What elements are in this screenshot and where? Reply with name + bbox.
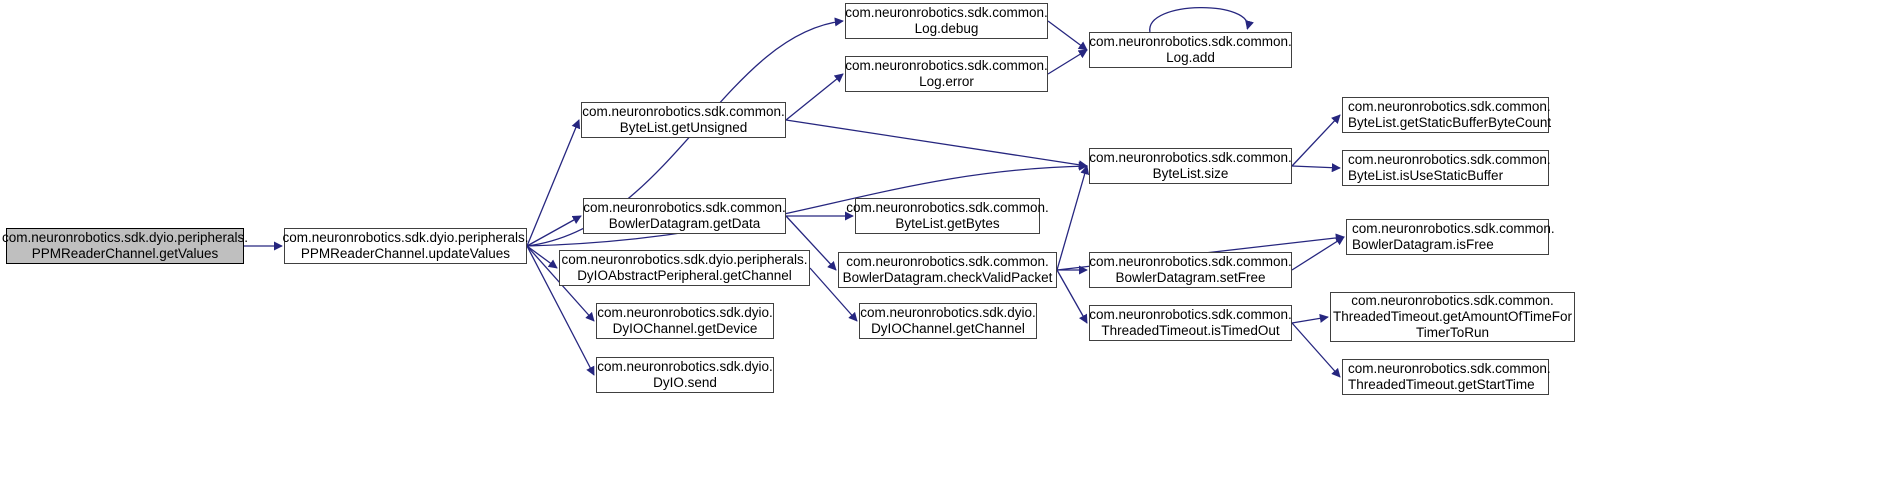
edge-logadd-to-logadd <box>1149 6 1254 33</box>
graph-node-label-line2: Log.debug <box>914 21 979 36</box>
edge-getUnsigned-to-logerror <box>785 73 844 121</box>
graph-node-bytelistsize[interactable]: com.neuronrobotics.sdk.common.ByteList.s… <box>1089 148 1292 184</box>
graph-node-logadd[interactable]: com.neuronrobotics.sdk.common.Log.add <box>1089 32 1292 68</box>
graph-node-label-line1: com.neuronrobotics.sdk.common. <box>846 200 1049 215</box>
graph-node-label-line1: com.neuronrobotics.sdk.common. <box>846 254 1049 269</box>
graph-node-label-line2: DyIOChannel.getDevice <box>612 321 758 336</box>
graph-node-label-line1: com.neuronrobotics.sdk.common. <box>1348 99 1551 114</box>
edge-isTimedOut-to-getAmountOfTimeForTimerToRun <box>1291 313 1329 324</box>
graph-node-label-line2: PPMReaderChannel.getValues <box>31 246 219 261</box>
graph-node-label-line2: BowlerDatagram.isFree <box>1352 237 1494 252</box>
graph-node-label-line2: DyIOChannel.getChannel <box>871 321 1025 336</box>
graph-node-logdebug[interactable]: com.neuronrobotics.sdk.common.Log.debug <box>845 3 1048 39</box>
graph-node-label-line1: com.neuronrobotics.sdk.dyio.peripherals. <box>282 230 529 245</box>
graph-node-getChannelDyio[interactable]: com.neuronrobotics.sdk.dyio.DyIOChannel.… <box>859 303 1037 339</box>
graph-node-label-line2: ByteList.getStaticBufferByteCount <box>1348 115 1552 130</box>
edge-logdebug-to-logadd <box>1047 20 1088 51</box>
edge-bytelistsize-to-isUseStaticBuffer <box>1291 163 1341 173</box>
graph-node-updateValues[interactable]: com.neuronrobotics.sdk.dyio.peripherals.… <box>282 228 529 264</box>
graph-node-setFree[interactable]: com.neuronrobotics.sdk.common.BowlerData… <box>1089 252 1292 288</box>
graph-node-label-line1: com.neuronrobotics.sdk.common. <box>845 58 1048 73</box>
graph-node-label-line1: com.neuronrobotics.sdk.dyio. <box>597 305 773 320</box>
graph-node-getDevice[interactable]: com.neuronrobotics.sdk.dyio.DyIOChannel.… <box>596 303 774 339</box>
graph-node-label-line1: com.neuronrobotics.sdk.common. <box>583 200 786 215</box>
graph-node-label-line2: Log.error <box>919 74 974 89</box>
graph-node-label-line1: com.neuronrobotics.sdk.dyio.peripherals. <box>1 230 249 245</box>
graph-node-label-line1: com.neuronrobotics.sdk.common. <box>1352 221 1555 236</box>
graph-node-label-line1: com.neuronrobotics.sdk.common. <box>1348 152 1551 167</box>
graph-node-label-line1: com.neuronrobotics.sdk.common. <box>845 5 1048 20</box>
edge-checkValidPacket-to-bytelistsize <box>1056 165 1090 271</box>
edge-updateValues-to-getData <box>526 215 582 247</box>
graph-node-checkValidPacket[interactable]: com.neuronrobotics.sdk.common.BowlerData… <box>838 252 1057 288</box>
edge-updateValues-to-getUnsigned <box>526 119 581 247</box>
graph-node-label-line1: com.neuronrobotics.sdk.dyio.peripherals. <box>561 252 808 267</box>
graph-node-getChannelPeriph[interactable]: com.neuronrobotics.sdk.dyio.peripherals.… <box>559 250 810 286</box>
edge-logerror-to-logadd <box>1047 49 1088 75</box>
graph-node-getAmountOfTimeForTimerToRun[interactable]: com.neuronrobotics.sdk.common.ThreadedTi… <box>1330 292 1575 342</box>
graph-node-isFree[interactable]: com.neuronrobotics.sdk.common.BowlerData… <box>1346 219 1555 255</box>
graph-node-label-line2: ThreadedTimeout.isTimedOut <box>1101 323 1280 338</box>
graph-node-getStaticBufferByteCount[interactable]: com.neuronrobotics.sdk.common.ByteList.g… <box>1342 97 1552 133</box>
graph-node-label-line2: ThreadedTimeout.getStartTime <box>1348 377 1535 392</box>
graph-node-label-line2: DyIOAbstractPeripheral.getChannel <box>577 268 792 283</box>
graph-node-label-line2: ByteList.getUnsigned <box>619 120 748 135</box>
graph-node-label-line1: com.neuronrobotics.sdk.dyio. <box>860 305 1036 320</box>
edge-checkValidPacket-to-isTimedOut <box>1056 269 1088 324</box>
graph-node-label-line2: BowlerDatagram.checkValidPacket <box>842 270 1053 285</box>
graph-node-label-line2: ByteList.isUseStaticBuffer <box>1348 168 1504 183</box>
graph-node-label-line2: Log.add <box>1166 50 1215 65</box>
graph-node-isUseStaticBuffer[interactable]: com.neuronrobotics.sdk.common.ByteList.i… <box>1342 150 1551 186</box>
graph-node-label-line1: com.neuronrobotics.sdk.common. <box>1089 150 1292 165</box>
graph-node-label-line1: com.neuronrobotics.sdk.common. <box>1351 293 1554 308</box>
graph-node-label-line3: TimerToRun <box>1415 325 1490 340</box>
graph-node-label-line2: ByteList.size <box>1152 166 1229 181</box>
graph-node-label-line1: com.neuronrobotics.sdk.common. <box>1089 307 1292 322</box>
edge-setFree-to-isFree <box>1291 236 1345 271</box>
graph-node-label-line1: com.neuronrobotics.sdk.common. <box>582 104 785 119</box>
graph-node-logerror[interactable]: com.neuronrobotics.sdk.common.Log.error <box>845 56 1048 92</box>
graph-node-label-line1: com.neuronrobotics.sdk.dyio. <box>597 359 773 374</box>
graph-node-label-line2: ByteList.getBytes <box>895 216 1000 231</box>
graph-node-dyiosend[interactable]: com.neuronrobotics.sdk.dyio.DyIO.send <box>596 357 774 393</box>
graph-node-getStartTime[interactable]: com.neuronrobotics.sdk.common.ThreadedTi… <box>1342 359 1551 395</box>
graph-node-label-line1: com.neuronrobotics.sdk.common. <box>1089 254 1292 269</box>
graph-node-label-line1: com.neuronrobotics.sdk.common. <box>1348 361 1551 376</box>
graph-node-getValues[interactable]: com.neuronrobotics.sdk.dyio.peripherals.… <box>2 228 248 264</box>
graph-node-getBytes[interactable]: com.neuronrobotics.sdk.common.ByteList.g… <box>846 198 1049 234</box>
graph-node-getUnsigned[interactable]: com.neuronrobotics.sdk.common.ByteList.g… <box>581 102 786 138</box>
edge-bytelistsize-to-getStaticBufferByteCount <box>1291 114 1341 167</box>
edge-getUnsigned-to-bytelistsize <box>785 119 1088 170</box>
graph-node-label-line2: DyIO.send <box>653 375 717 390</box>
graph-node-getData[interactable]: com.neuronrobotics.sdk.common.BowlerData… <box>583 198 786 234</box>
graph-node-label-line2: BowlerDatagram.getData <box>608 216 761 231</box>
graph-node-label-line2: PPMReaderChannel.updateValues <box>300 246 511 261</box>
graph-node-label-line1: com.neuronrobotics.sdk.common. <box>1089 34 1292 49</box>
edge-updateValues-to-getChannelPeriph <box>526 245 558 269</box>
graph-node-label-line2: BowlerDatagram.setFree <box>1115 270 1266 285</box>
graph-node-label-line2: ThreadedTimeout.getAmountOfTimeFor <box>1332 309 1573 324</box>
graph-node-isTimedOut[interactable]: com.neuronrobotics.sdk.common.ThreadedTi… <box>1089 305 1292 341</box>
